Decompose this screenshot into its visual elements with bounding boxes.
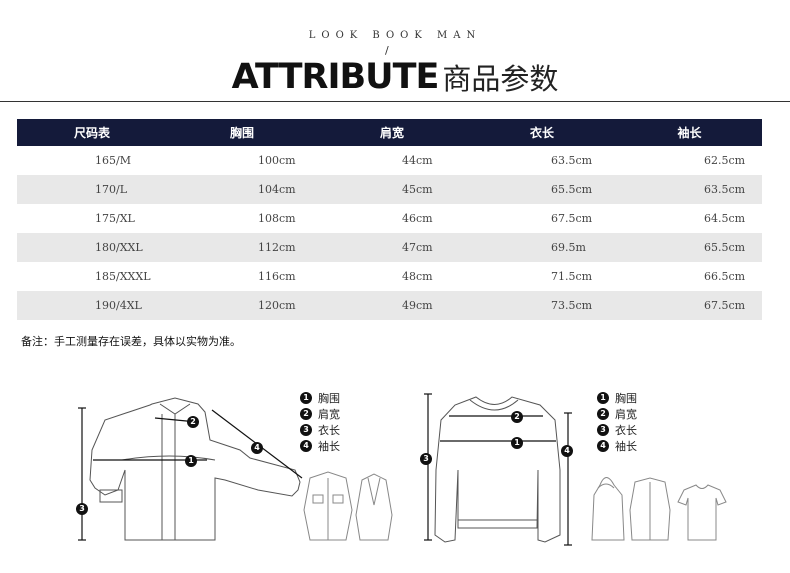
measurement-note: 备注：手工测量存在误差，具体以实物为准。 (21, 335, 241, 348)
column-header-chest: 胸围 (167, 119, 317, 146)
sweater-marker-1: 1 (511, 435, 529, 449)
table-cell: 67.5cm (551, 212, 593, 225)
sweater-marker-3: 3 (420, 451, 438, 465)
table-row: 185/XXXL 116cm 48cm 71.5cm 66.5cm (17, 262, 762, 291)
table-cell: 71.5cm (551, 270, 593, 283)
title-english: ATTRIBUTE (231, 57, 440, 97)
table-cell: 112cm (167, 233, 317, 262)
size-table-header: 尺码表 胸围 肩宽 衣长 袖长 (17, 119, 762, 146)
jacket-thumbnail (303, 471, 353, 541)
sweater-marker-2: 2 (511, 409, 529, 423)
table-row: 170/L 104cm 45cm 65.5cm 63.5cm (17, 175, 762, 204)
column-header-shoulder: 肩宽 (317, 119, 467, 146)
table-cell: 62.5cm (704, 154, 746, 167)
hoodie-thumbnail (591, 477, 625, 541)
sweater-marker-4: 4 (561, 443, 579, 457)
column-header-sleeve: 袖长 (617, 119, 762, 146)
table-cell: 48cm (402, 270, 433, 283)
blazer-thumbnail (355, 473, 393, 541)
shirt-marker-3: 3 (76, 501, 94, 515)
table-row: 165/M 100cm 44cm 63.5cm 62.5cm (17, 146, 762, 175)
table-cell: 170/L (17, 175, 167, 204)
table-cell: 180/XXL (17, 233, 167, 262)
table-cell: 100cm (258, 154, 296, 167)
table-cell: 65.5cm (467, 175, 617, 204)
table-row: 190/4XL 120cm 49cm 73.5cm 67.5cm (17, 291, 762, 320)
shirt-marker-1: 1 (185, 453, 203, 467)
table-cell: 104cm (167, 175, 317, 204)
table-cell: 175/XL (95, 212, 135, 225)
table-cell: 46cm (402, 212, 433, 225)
table-cell: 49cm (317, 291, 467, 320)
table-cell: 64.5cm (704, 212, 746, 225)
table-cell: 116cm (258, 270, 296, 283)
shirt-marker-4: 4 (251, 440, 269, 454)
table-cell: 66.5cm (704, 270, 746, 283)
table-cell: 190/4XL (17, 291, 167, 320)
tagline: LOOK BOOK MAN (308, 30, 482, 41)
size-table: 尺码表 胸围 肩宽 衣长 袖长 165/M 100cm 44cm 63.5cm … (17, 119, 762, 320)
shirt-diagram (89, 397, 301, 541)
table-row: 175/XL 108cm 46cm 67.5cm 64.5cm (17, 204, 762, 233)
table-cell: 45cm (317, 175, 467, 204)
tagline-slash: / (385, 44, 389, 57)
table-cell: 73.5cm (467, 291, 617, 320)
table-cell: 47cm (317, 233, 467, 262)
table-cell: 67.5cm (617, 291, 762, 320)
table-cell: 65.5cm (617, 233, 762, 262)
table-cell: 108cm (258, 212, 296, 225)
table-cell: 69.5m (467, 233, 617, 262)
sweater-diagram (434, 396, 561, 543)
cardigan-thumbnail (629, 477, 671, 541)
column-header-size: 尺码表 (17, 119, 167, 146)
column-header-length: 衣长 (467, 119, 617, 146)
sweater-measure-lines (424, 393, 572, 546)
tshirt-thumbnail (677, 484, 727, 541)
table-cell: 63.5cm (551, 154, 593, 167)
table-cell: 165/M (95, 154, 131, 167)
title-chinese: 商品参数 (442, 62, 559, 96)
table-cell: 120cm (167, 291, 317, 320)
table-cell: 44cm (402, 154, 433, 167)
table-row: 180/XXL 112cm 47cm 69.5m 65.5cm (17, 233, 762, 262)
table-cell: 185/XXXL (95, 270, 151, 283)
table-cell: 63.5cm (617, 175, 762, 204)
shirt-marker-2: 2 (187, 414, 205, 428)
title-divider (0, 101, 790, 102)
